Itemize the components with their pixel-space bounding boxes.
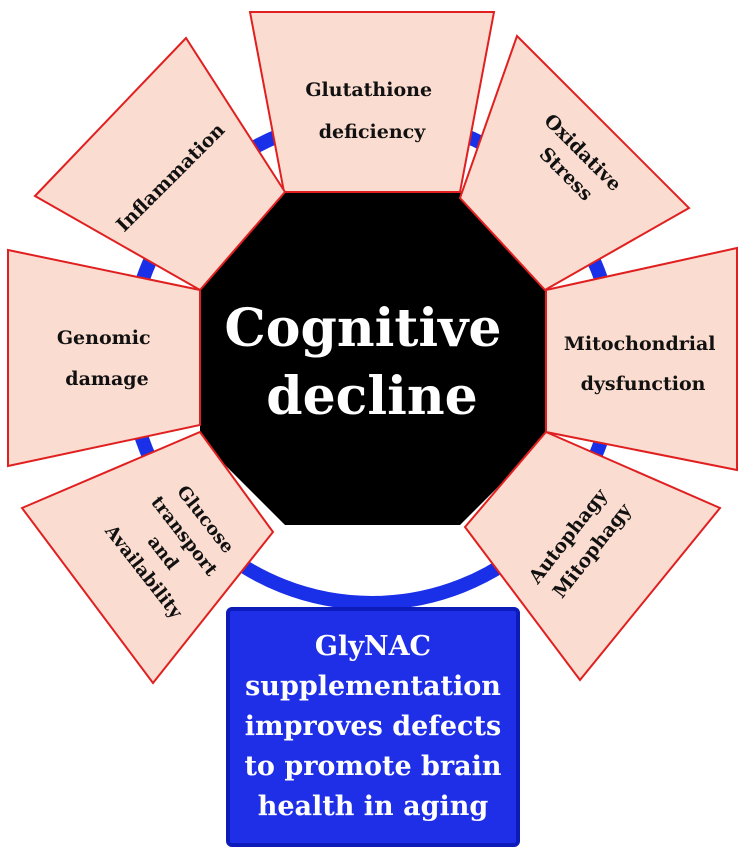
factor-genomic-damage: Genomic damage [7,248,201,468]
factor-glucose-transport-availability: Glucose transport and Availability [20,430,275,685]
factor-mitochondrial-dysfunction: Mitochondrial dysfunction [545,246,738,472]
factor-inflammation: Inflammation [33,36,287,292]
center-label: Cognitive decline [224,298,519,427]
glynac-outcome-box: GlyNAC supplementation improves defects … [226,607,520,847]
factor-oxidative-stress: Oxidative Stress [458,34,691,292]
outcome-line: to promote brain [244,751,502,782]
factor-glutathione-deficiency: Glutathione deficiency [248,11,496,193]
svg-text:Glutathione deficiency: Glutathione deficiency [305,79,438,143]
svg-text:Genomic damage: Genomic damage [57,327,157,390]
outcome-line: health in aging [257,791,489,822]
factor-autophagy-mitophagy: Autophagy Mitophagy [463,430,722,682]
svg-text:Mitochondrial dysfunctio: Mitochondrial dysfunction [564,333,722,395]
outcome-line: supplementation [245,671,501,702]
outcome-line: improves defects [244,711,502,742]
outcome-line: GlyNAC [314,631,432,662]
center-octagon [200,190,545,525]
